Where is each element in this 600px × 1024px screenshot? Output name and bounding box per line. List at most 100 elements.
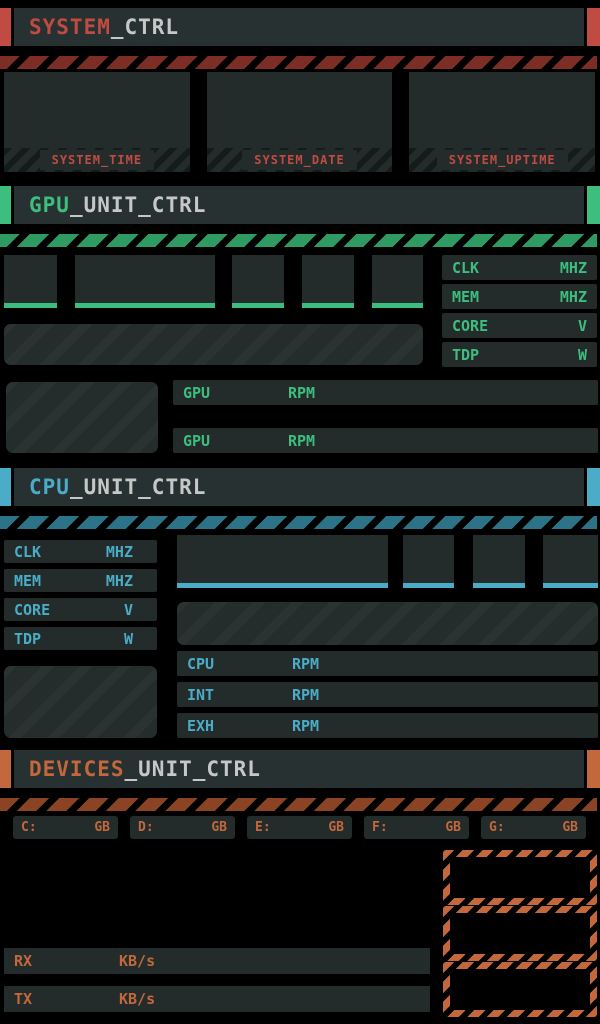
system-uptime-panel: SYSTEM_UPTIME xyxy=(409,72,596,172)
gpu-fan2-label: GPU xyxy=(183,431,211,450)
cpu-tdp-row: TDP W xyxy=(4,627,157,650)
cpu-mem-unit: MHZ xyxy=(105,571,133,590)
system-section-title: SYSTEM_CTRL xyxy=(14,8,584,46)
cpu-stats-column: CLK MHZ MEM MHZ CORE V TDP W xyxy=(4,535,157,744)
gpu-clk-unit: MHZ xyxy=(559,258,587,277)
cpu-core-row: CORE V xyxy=(4,598,157,621)
cpu-header-right-cap xyxy=(587,468,600,506)
device-slot-2-inner xyxy=(450,913,590,954)
drive-g-unit: GB xyxy=(562,820,578,835)
system-uptime-label: SYSTEM_UPTIME xyxy=(436,150,568,170)
gpu-striped-placeholder xyxy=(4,324,423,365)
system-date-label: SYSTEM_DATE xyxy=(242,150,357,170)
gpu-clk-label: CLK xyxy=(452,258,480,277)
gpu-tdp-row: TDP W xyxy=(442,342,597,367)
gpu-section-title: GPU_UNIT_CTRL xyxy=(14,186,584,224)
cpu-fan-row: CPU RPM xyxy=(177,651,598,676)
cpu-section-title: CPU_UNIT_CTRL xyxy=(14,468,584,506)
cpu-clk-unit: MHZ xyxy=(105,542,133,561)
cpu-tdp-label: TDP xyxy=(14,629,42,648)
gpu-core-row: CORE V xyxy=(442,313,597,338)
cpu-clk-label: CLK xyxy=(14,542,42,561)
network-rx-row: RX KB/s xyxy=(4,948,430,974)
cpu-tdp-unit: W xyxy=(123,629,133,648)
system-date-label-strip: SYSTEM_DATE xyxy=(206,148,393,172)
devices-title-accent: DEVICES xyxy=(29,757,125,781)
drive-row: C: GB D: GB E: GB F: GB G: GB xyxy=(13,816,586,839)
cpu-gauge-box-3 xyxy=(473,535,525,588)
gpu-fan-row-2: GPU RPM xyxy=(173,428,598,453)
gpu-title-accent: GPU xyxy=(29,193,70,217)
system-panels-row: SYSTEM_TIME SYSTEM_DATE SYSTEM_UPTIME xyxy=(4,72,596,172)
devices-bottom-area: RX KB/s TX KB/s xyxy=(0,843,600,1022)
drive-f-label: F: xyxy=(372,820,388,835)
gpu-fan2-bar-track xyxy=(350,437,588,445)
gpu-fan1-bar-track xyxy=(350,389,588,397)
gpu-fan-striped-placeholder xyxy=(6,382,158,453)
device-slot-stack xyxy=(443,850,597,1018)
cpu-content-area: CLK MHZ MEM MHZ CORE V TDP W CPU RPM xyxy=(0,535,600,744)
gpu-header-left-cap xyxy=(0,186,11,224)
network-tx-label: TX xyxy=(14,990,33,1008)
cpu-exhaust-fan-row: EXH RPM xyxy=(177,713,598,738)
gpu-mem-row: MEM MHZ xyxy=(442,284,597,309)
gpu-title-rest: _UNIT_CTRL xyxy=(69,193,207,217)
cpu-fan-unit: RPM xyxy=(292,654,320,673)
gpu-section-header: GPU_UNIT_CTRL xyxy=(0,186,600,224)
drive-e-label: E: xyxy=(255,820,271,835)
drive-d-unit: GB xyxy=(211,820,227,835)
cpu-exhaust-label: EXH xyxy=(187,716,215,735)
devices-section-title: DEVICES_UNIT_CTRL xyxy=(14,750,584,788)
cpu-title-rest: _UNIT_CTRL xyxy=(69,475,207,499)
device-slot-3 xyxy=(443,962,597,1017)
system-header-right-cap xyxy=(587,8,600,46)
gpu-fan1-label: GPU xyxy=(183,383,211,402)
gpu-gauge-box-4 xyxy=(302,255,354,308)
system-title-accent: SYSTEM xyxy=(29,15,111,39)
gpu-tdp-label: TDP xyxy=(452,345,480,364)
drive-f-unit: GB xyxy=(445,820,461,835)
drive-c-unit: GB xyxy=(94,820,110,835)
cpu-gauge-box-2 xyxy=(403,535,454,588)
device-slot-1 xyxy=(443,850,597,905)
system-date-panel: SYSTEM_DATE xyxy=(206,72,393,172)
cpu-mem-label: MEM xyxy=(14,571,42,590)
drive-e[interactable]: E: GB xyxy=(247,816,352,839)
cpu-fan-striped-placeholder xyxy=(4,666,157,738)
system-title-rest: _CTRL xyxy=(110,15,180,39)
drive-c[interactable]: C: GB xyxy=(13,816,118,839)
cpu-intake-fan-row: INT RPM xyxy=(177,682,598,707)
devices-header-right-cap xyxy=(587,750,600,788)
drive-d-label: D: xyxy=(138,820,154,835)
gpu-mem-unit: MHZ xyxy=(559,287,587,306)
gpu-fan1-unit: RPM xyxy=(288,383,316,402)
gpu-hazard-divider xyxy=(0,234,597,247)
gpu-gauge-box-5 xyxy=(372,255,423,308)
drive-f[interactable]: F: GB xyxy=(364,816,469,839)
devices-section-header: DEVICES_UNIT_CTRL xyxy=(0,750,600,788)
system-time-label-strip: SYSTEM_TIME xyxy=(4,148,190,172)
gpu-core-unit: V xyxy=(577,316,587,335)
system-hazard-divider xyxy=(0,56,597,69)
device-slot-3-inner xyxy=(450,969,590,1010)
network-rx-unit: KB/s xyxy=(119,952,156,970)
gpu-fan2-unit: RPM xyxy=(288,431,316,450)
cpu-intake-label: INT xyxy=(187,685,215,704)
cpu-gauge-box-1 xyxy=(177,535,388,588)
cpu-section-header: CPU_UNIT_CTRL xyxy=(0,468,600,506)
system-section-header: SYSTEM_CTRL xyxy=(0,8,600,46)
drive-d[interactable]: D: GB xyxy=(130,816,235,839)
cpu-fan-label: CPU xyxy=(187,654,215,673)
network-rx-label: RX xyxy=(14,952,33,970)
gpu-gauge-box-1 xyxy=(4,255,57,308)
gpu-gauge-box-2 xyxy=(75,255,215,308)
gpu-fan-row-1: GPU RPM xyxy=(173,380,598,405)
cpu-core-unit: V xyxy=(123,600,133,619)
gpu-clk-row: CLK MHZ xyxy=(442,255,597,280)
drive-e-unit: GB xyxy=(328,820,344,835)
cpu-intake-unit: RPM xyxy=(292,685,320,704)
drive-g[interactable]: G: GB xyxy=(481,816,586,839)
gpu-content-area: CLK MHZ MEM MHZ CORE V TDP W GPU RPM G xyxy=(0,253,600,458)
cpu-core-label: CORE xyxy=(14,600,51,619)
gpu-core-label: CORE xyxy=(452,316,489,335)
